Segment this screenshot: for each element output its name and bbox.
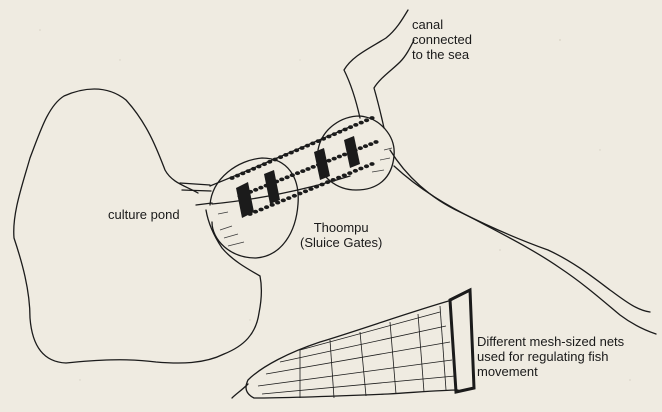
nets-label-line-2: used for regulating fish [477, 349, 624, 364]
chain-bead [305, 144, 310, 148]
chain-bead [259, 208, 264, 212]
chain-bead [283, 153, 288, 157]
nets-label-line-1: Different mesh-sized nets [477, 334, 624, 349]
chain-bead [294, 148, 299, 152]
chain-bead [321, 137, 326, 141]
chain-bead [295, 171, 300, 175]
net-mesh [258, 306, 455, 398]
net-tail [232, 384, 248, 398]
upper-canal [344, 10, 414, 128]
chain-bead [281, 199, 286, 203]
chain-bead [369, 116, 374, 120]
chain-bead [363, 144, 368, 148]
chain-bead [368, 142, 373, 146]
chain-bead [353, 169, 358, 173]
thoompu-label: Thoompu (Sluice Gates) [300, 220, 382, 250]
inner-gate-enclosure [210, 158, 298, 258]
chain-bead [314, 185, 319, 189]
chain-bead [279, 178, 284, 182]
chain-bead [308, 187, 313, 191]
chain-bead [369, 162, 374, 166]
chain-bead [278, 155, 283, 159]
gate-chain-middle [237, 140, 378, 198]
chain-bead [273, 158, 278, 162]
chain-bead [256, 165, 261, 169]
chain-bead [337, 155, 342, 159]
chain-bead [348, 125, 353, 129]
chain-bead [373, 140, 378, 144]
chain-bead [336, 176, 341, 180]
chain-bead [292, 194, 297, 198]
chain-bead [337, 130, 342, 134]
chain-bead [229, 176, 234, 180]
chain-bead [326, 159, 331, 163]
chain-bead [305, 167, 310, 171]
chain-bead [316, 139, 321, 143]
chain-bead [332, 157, 337, 161]
chain-bead [332, 132, 337, 136]
canal-label-line-3: to the sea [412, 47, 472, 62]
chain-bead [267, 160, 272, 164]
chain-bead [303, 189, 308, 193]
chain-bead [359, 121, 364, 125]
chain-bead [358, 167, 363, 171]
fishing-net [232, 290, 474, 398]
chain-bead [253, 188, 258, 192]
chain-bead [342, 174, 347, 178]
chain-bead [364, 164, 369, 168]
chain-bead [264, 205, 269, 209]
chain-bead [240, 172, 245, 176]
chain-bead [286, 196, 291, 200]
gate-chain-bottom [247, 162, 374, 216]
chain-bead [246, 169, 251, 173]
chain-bead [320, 183, 325, 187]
chain-bead [342, 153, 347, 157]
chain-bead [235, 174, 240, 178]
net-frame [450, 290, 474, 392]
chain-bead [364, 118, 369, 122]
chain-bead [290, 173, 295, 177]
chain-bead [358, 146, 363, 150]
chain-bead [251, 167, 256, 171]
chain-bead [258, 186, 263, 190]
chain-bead [310, 142, 315, 146]
chain-bead [285, 175, 290, 179]
chain-bead [297, 192, 302, 196]
chain-bead [326, 135, 331, 139]
chain-bead [311, 165, 316, 169]
chain-bead [300, 169, 305, 173]
chain-bead [289, 151, 294, 155]
nets-label-line-3: movement [477, 364, 624, 379]
chain-bead [347, 171, 352, 175]
chain-bead [353, 123, 358, 127]
paper-texture [39, 29, 631, 381]
chain-bead [331, 178, 336, 182]
chain-bead [325, 180, 330, 184]
canal-label-line-1: canal [412, 17, 472, 32]
culture-pond-outline [14, 89, 262, 363]
thoompu-label-line-2: (Sluice Gates) [300, 235, 382, 250]
canal-label-line-2: connected [412, 32, 472, 47]
culture-pond-label: culture pond [108, 207, 180, 222]
thoompu-label-line-1: Thoompu [300, 220, 382, 235]
canal-label: canal connected to the sea [412, 17, 472, 62]
chain-bead [343, 128, 348, 132]
chain-bead [262, 162, 267, 166]
chain-bead [299, 146, 304, 150]
nets-label: Different mesh-sized nets used for regul… [477, 334, 624, 379]
